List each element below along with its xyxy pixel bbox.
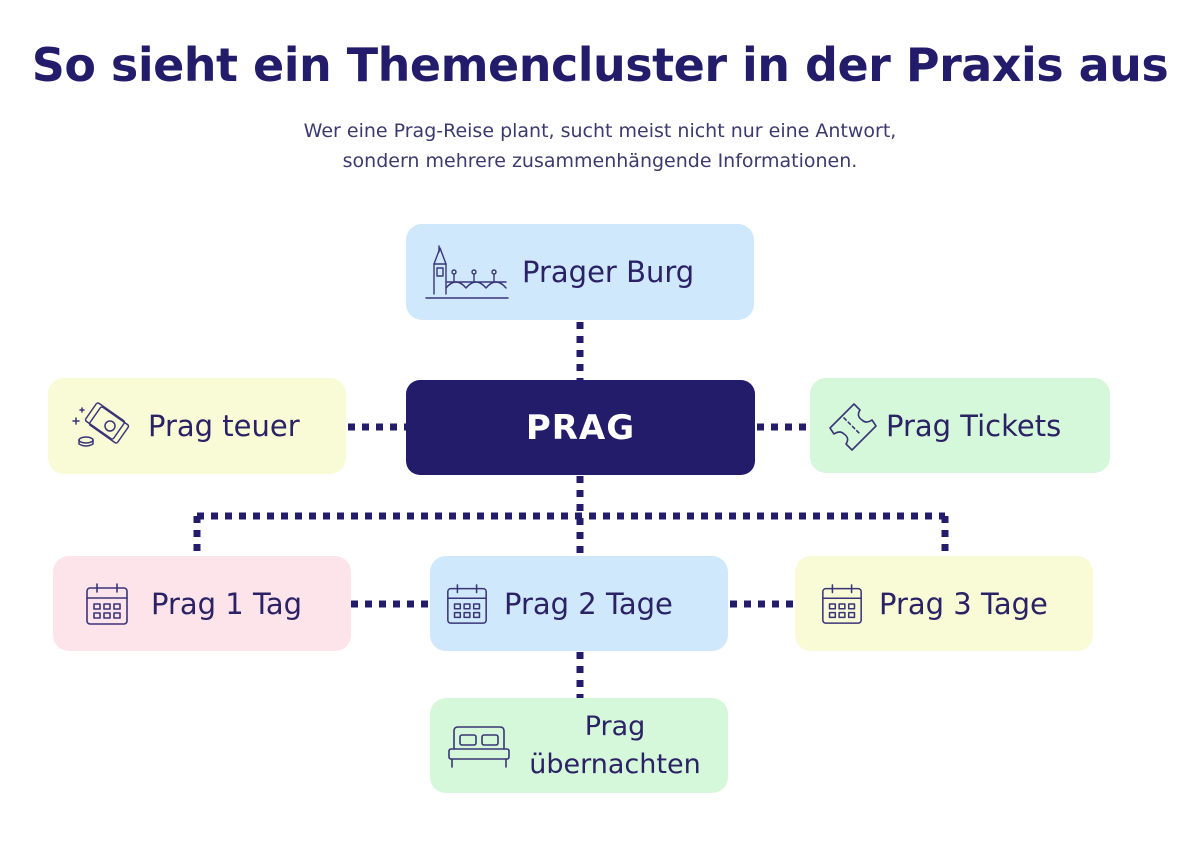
subtitle-line-2: sondern mehrere zusammenhängende Informa…: [342, 150, 858, 172]
node-label: Prager Burg: [522, 255, 695, 289]
node-label: PRAG: [525, 407, 636, 448]
subtitle-line-1: Wer eine Prag-Reise plant, sucht meist n…: [303, 120, 897, 142]
calendar-icon: [83, 580, 131, 628]
node-label: Prag 3 Tage: [879, 586, 1048, 621]
node-prag-3-tage: Prag 3 Tage: [795, 556, 1093, 651]
page-subtitle: Wer eine Prag-Reise plant, sucht meist n…: [0, 116, 1200, 176]
ticket-icon: [824, 398, 880, 454]
money-icon: [70, 396, 130, 456]
calendar-icon: [444, 581, 490, 627]
node-label-line-2: übernachten: [529, 748, 701, 780]
node-label: Prag 2 Tage: [504, 586, 673, 621]
calendar-icon: [819, 581, 865, 627]
node-label: Prag Tickets: [886, 408, 1062, 443]
node-label: Prag teuer: [148, 409, 300, 443]
castle-bridge-icon: [424, 242, 510, 302]
node-prag-1-tag: Prag 1 Tag: [53, 556, 351, 651]
page-title: So sieht ein Themencluster in der Praxis…: [31, 38, 1169, 92]
node-center-prag: PRAG: [406, 380, 755, 475]
node-prag-teuer: Prag teuer: [48, 378, 346, 474]
node-prager-burg: Prager Burg: [406, 224, 754, 320]
node-label-line-1: Prag: [584, 710, 646, 742]
node-label: Prag übernachten: [512, 708, 718, 784]
node-label: Prag 1 Tag: [151, 586, 303, 621]
bed-icon: [446, 721, 512, 771]
node-prag-uebernachten: Prag übernachten: [430, 698, 728, 793]
node-prag-2-tage: Prag 2 Tage: [430, 556, 728, 651]
node-prag-tickets: Prag Tickets: [810, 378, 1110, 473]
